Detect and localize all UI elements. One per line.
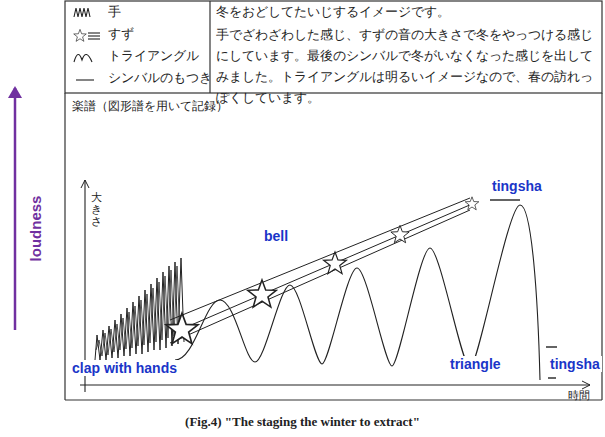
clap-scribble (95, 258, 184, 360)
bell-trail (170, 198, 472, 343)
axis-label: 時間 (568, 388, 590, 403)
clap-scribble (96, 266, 180, 356)
instrument-label: tingsha (490, 178, 544, 194)
bell-stars (166, 197, 479, 344)
instrument-label: triangle (448, 356, 503, 372)
section-heading: 楽譜（図形譜を用いて記録） (72, 98, 228, 115)
tingsha-marks (490, 200, 557, 378)
legend-symbols (74, 8, 100, 80)
legend-text: 手 (108, 4, 121, 21)
loudness-arrow (14, 88, 17, 330)
legend-text: トライアングル (108, 48, 199, 65)
axis-title: loudness (27, 195, 44, 261)
note-text: 手でざわざわした感じ、すずの音の大きさで冬をやっつける感じにしています。最後のシ… (216, 24, 598, 108)
instrument-label: clap with hands (70, 360, 179, 376)
axis-label: 大きさ (91, 192, 102, 228)
legend-text: すず (108, 26, 134, 43)
frame (65, 1, 602, 400)
figure-caption: (Fig.4) "The staging the winter to extra… (185, 414, 420, 430)
triangle-wave (175, 205, 540, 380)
note-text: 冬をおどしてたいじするイメージです。 (216, 4, 450, 21)
instrument-label: bell (262, 228, 290, 244)
legend-text: シンバルのもつき (108, 70, 212, 87)
instrument-label: tingsha (548, 356, 602, 372)
